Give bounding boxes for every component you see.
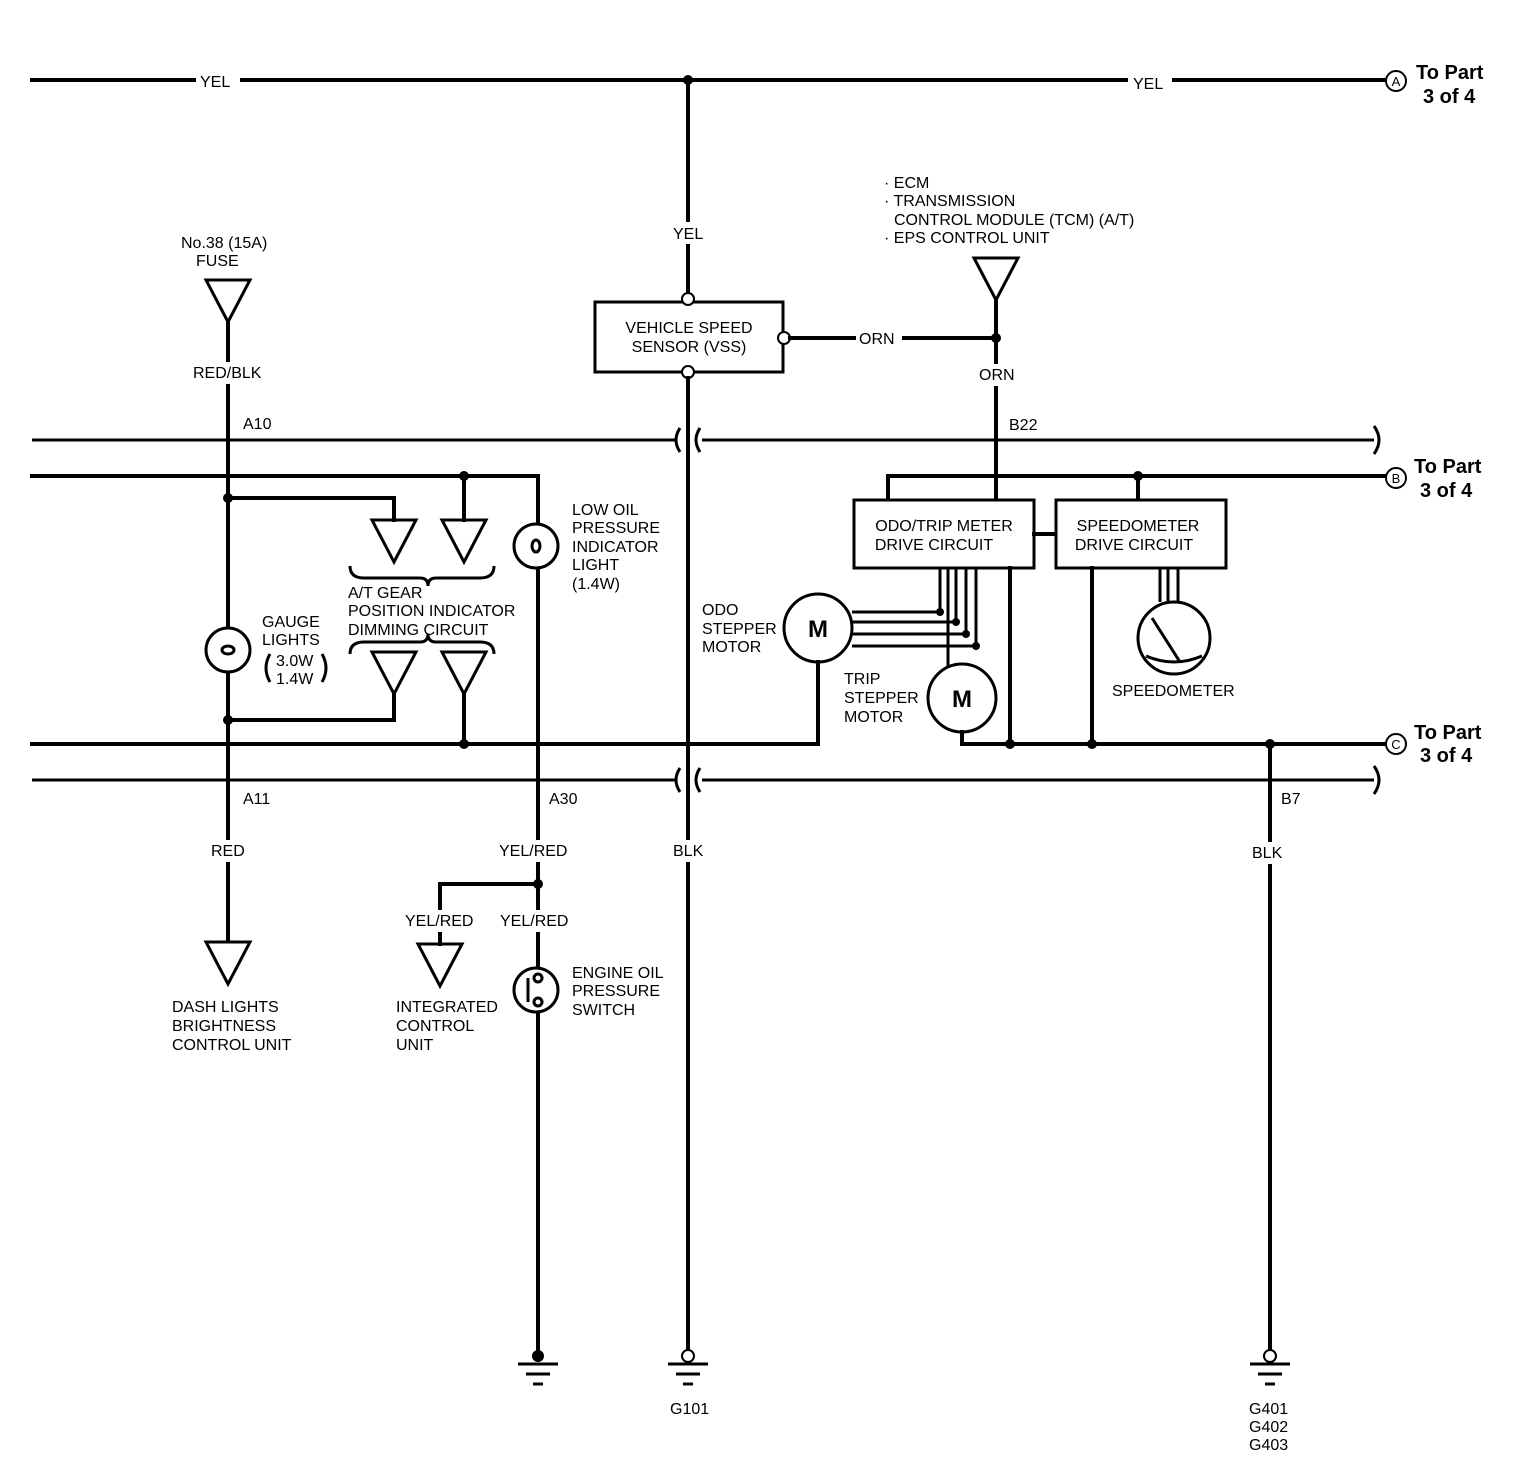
icu-connector-triangle (415, 942, 465, 990)
wire-label-yel-left: YEL (200, 74, 230, 91)
gauge-label-line4: 1.4W (276, 671, 314, 688)
offpage-b-letter: B (1392, 471, 1401, 486)
speedo-drive-label-line1: SPEEDOMETER (1077, 518, 1200, 535)
offpage-b-line2: 3 of 4 (1420, 480, 1473, 502)
low-oil-label-line3: INDICATOR (572, 539, 659, 556)
ground-g101: G101 (670, 1401, 709, 1418)
offpage-b-line1: To Part (1414, 456, 1482, 478)
fuse-label-line1: No.38 (15A) (181, 235, 267, 252)
c-junction-speedo (1087, 739, 1097, 749)
wire-label-yel-red-main: YEL/RED (499, 843, 567, 860)
oil-switch-label-line2: PRESSURE (572, 983, 660, 1000)
speedometer-drive-circuit-box (1054, 498, 1228, 570)
gauge-label-line1: GAUGE (262, 614, 320, 631)
offpage-c-letter: C (1391, 737, 1400, 752)
vss-box (593, 300, 785, 374)
ecm-label-line2: · TRANSMISSION (884, 193, 1015, 210)
low-oil-label-line2: PRESSURE (572, 520, 660, 537)
ground-g403: G403 (1249, 1437, 1288, 1454)
wire-label-yel-red-icu: YEL/RED (405, 913, 473, 930)
dash-unit-label-line1: DASH LIGHTS (172, 999, 279, 1016)
g101-ground-icon (668, 1349, 708, 1386)
odo-motor-symbol: M (808, 616, 828, 643)
icu-label-line3: UNIT (396, 1037, 434, 1054)
fuse-label-line2: FUSE (196, 253, 239, 270)
g401-ground-icon (1250, 1349, 1290, 1386)
dash-unit-label-line3: CONTROL UNIT (172, 1037, 292, 1054)
connector-b7: B7 (1281, 791, 1301, 808)
connector-a11: A11 (243, 791, 270, 808)
wire-label-red: RED (211, 843, 245, 860)
at-upper-triangle-right (439, 518, 489, 566)
c-junction-at (459, 739, 469, 749)
low-oil-label-line5: (1.4W) (572, 576, 620, 593)
wire-label-orn-v: ORN (979, 367, 1015, 384)
wire-label-yel-vss: YEL (673, 226, 703, 243)
trip-motor-label-line3: MOTOR (844, 709, 903, 726)
dash-lights-connector-triangle (203, 940, 253, 988)
at-upper-triangle-left (369, 518, 419, 566)
at-gear-label-line2: POSITION INDICATOR (348, 603, 515, 620)
offpage-marker-c (1385, 733, 1407, 755)
offpage-a-line1: To Part (1416, 62, 1484, 84)
odo-motor-label-line3: MOTOR (702, 639, 761, 656)
connector-b22: B22 (1009, 417, 1038, 434)
gauge-label-line2: LIGHTS (262, 632, 320, 649)
offpage-c-line2: 3 of 4 (1420, 745, 1473, 767)
at-upper-brace (348, 565, 496, 587)
offpage-marker-b (1385, 467, 1407, 489)
oil-pressure-switch-icon (512, 966, 560, 1014)
offpage-a-line2: 3 of 4 (1423, 86, 1476, 108)
wire-label-blk-vss: BLK (673, 843, 704, 860)
at-lower-triangle-right (439, 650, 489, 698)
icu-label-line2: CONTROL (396, 1018, 474, 1035)
vss-label-line2: SENSOR (VSS) (632, 339, 747, 356)
wire-label-yel-right: YEL (1133, 76, 1163, 93)
ecm-label-line4: · EPS CONTROL UNIT (884, 230, 1050, 247)
vss-terminal-top (681, 292, 695, 306)
oil-switch-label-line3: SWITCH (572, 1002, 635, 1019)
odo-motor-label-line1: ODO (702, 602, 738, 619)
speedometer-gauge-icon (1136, 600, 1212, 676)
trip-motor-label-line2: STEPPER (844, 690, 919, 707)
connector-a10: A10 (243, 416, 272, 433)
ecm-label-line1: · ECM (884, 175, 929, 192)
icu-label-line1: INTEGRATED (396, 999, 498, 1016)
odo-motor-label-line2: STEPPER (702, 621, 777, 638)
offpage-c-line1: To Part (1414, 722, 1482, 744)
ecm-label-line3: CONTROL MODULE (TCM) (A/T) (894, 212, 1134, 229)
at-gear-label-line1: A/T GEAR (348, 585, 422, 602)
fuse-connector-triangle (203, 278, 253, 326)
low-oil-label-line4: LIGHT (572, 557, 619, 574)
speedo-drive-label-line2: DRIVE CIRCUIT (1075, 537, 1193, 554)
c-junction-odo (1005, 739, 1015, 749)
ground-g402: G402 (1249, 1419, 1288, 1436)
wire-label-blk-right: BLK (1252, 845, 1283, 862)
gauge-label-line3: 3.0W (276, 653, 314, 670)
offpage-a-letter: A (1392, 74, 1401, 89)
at-lower-brace (348, 633, 496, 655)
oil-switch-ground-icon (518, 1350, 558, 1386)
ecm-connector-triangle (971, 256, 1021, 304)
speedometer-label: SPEEDOMETER (1112, 683, 1235, 700)
at-gear-label-line3: DIMMING CIRCUIT (348, 622, 489, 639)
ground-g401: G401 (1249, 1401, 1288, 1418)
odo-drive-label-line1: ODO/TRIP METER (875, 518, 1013, 535)
connector-a30: A30 (549, 791, 578, 808)
wire-label-red-blk: RED/BLK (193, 365, 262, 382)
odo-drive-label-line2: DRIVE CIRCUIT (875, 537, 993, 554)
gauge-junction-bottom (223, 715, 233, 725)
wire-label-yel-red-switch: YEL/RED (500, 913, 568, 930)
oil-switch-label-line1: ENGINE OIL (572, 965, 664, 982)
vss-label-line1: VEHICLE SPEED (625, 320, 752, 337)
low-oil-label-line1: LOW OIL (572, 502, 639, 519)
dash-unit-label-line2: BRIGHTNESS (172, 1018, 276, 1035)
wire-label-orn-h: ORN (859, 331, 895, 348)
trip-motor-symbol: M (952, 686, 972, 713)
offpage-marker-a (1385, 70, 1407, 92)
odo-trip-drive-circuit-box (852, 498, 1036, 570)
trip-motor-label-line1: TRIP (844, 671, 880, 688)
at-lower-triangle-left (369, 650, 419, 698)
